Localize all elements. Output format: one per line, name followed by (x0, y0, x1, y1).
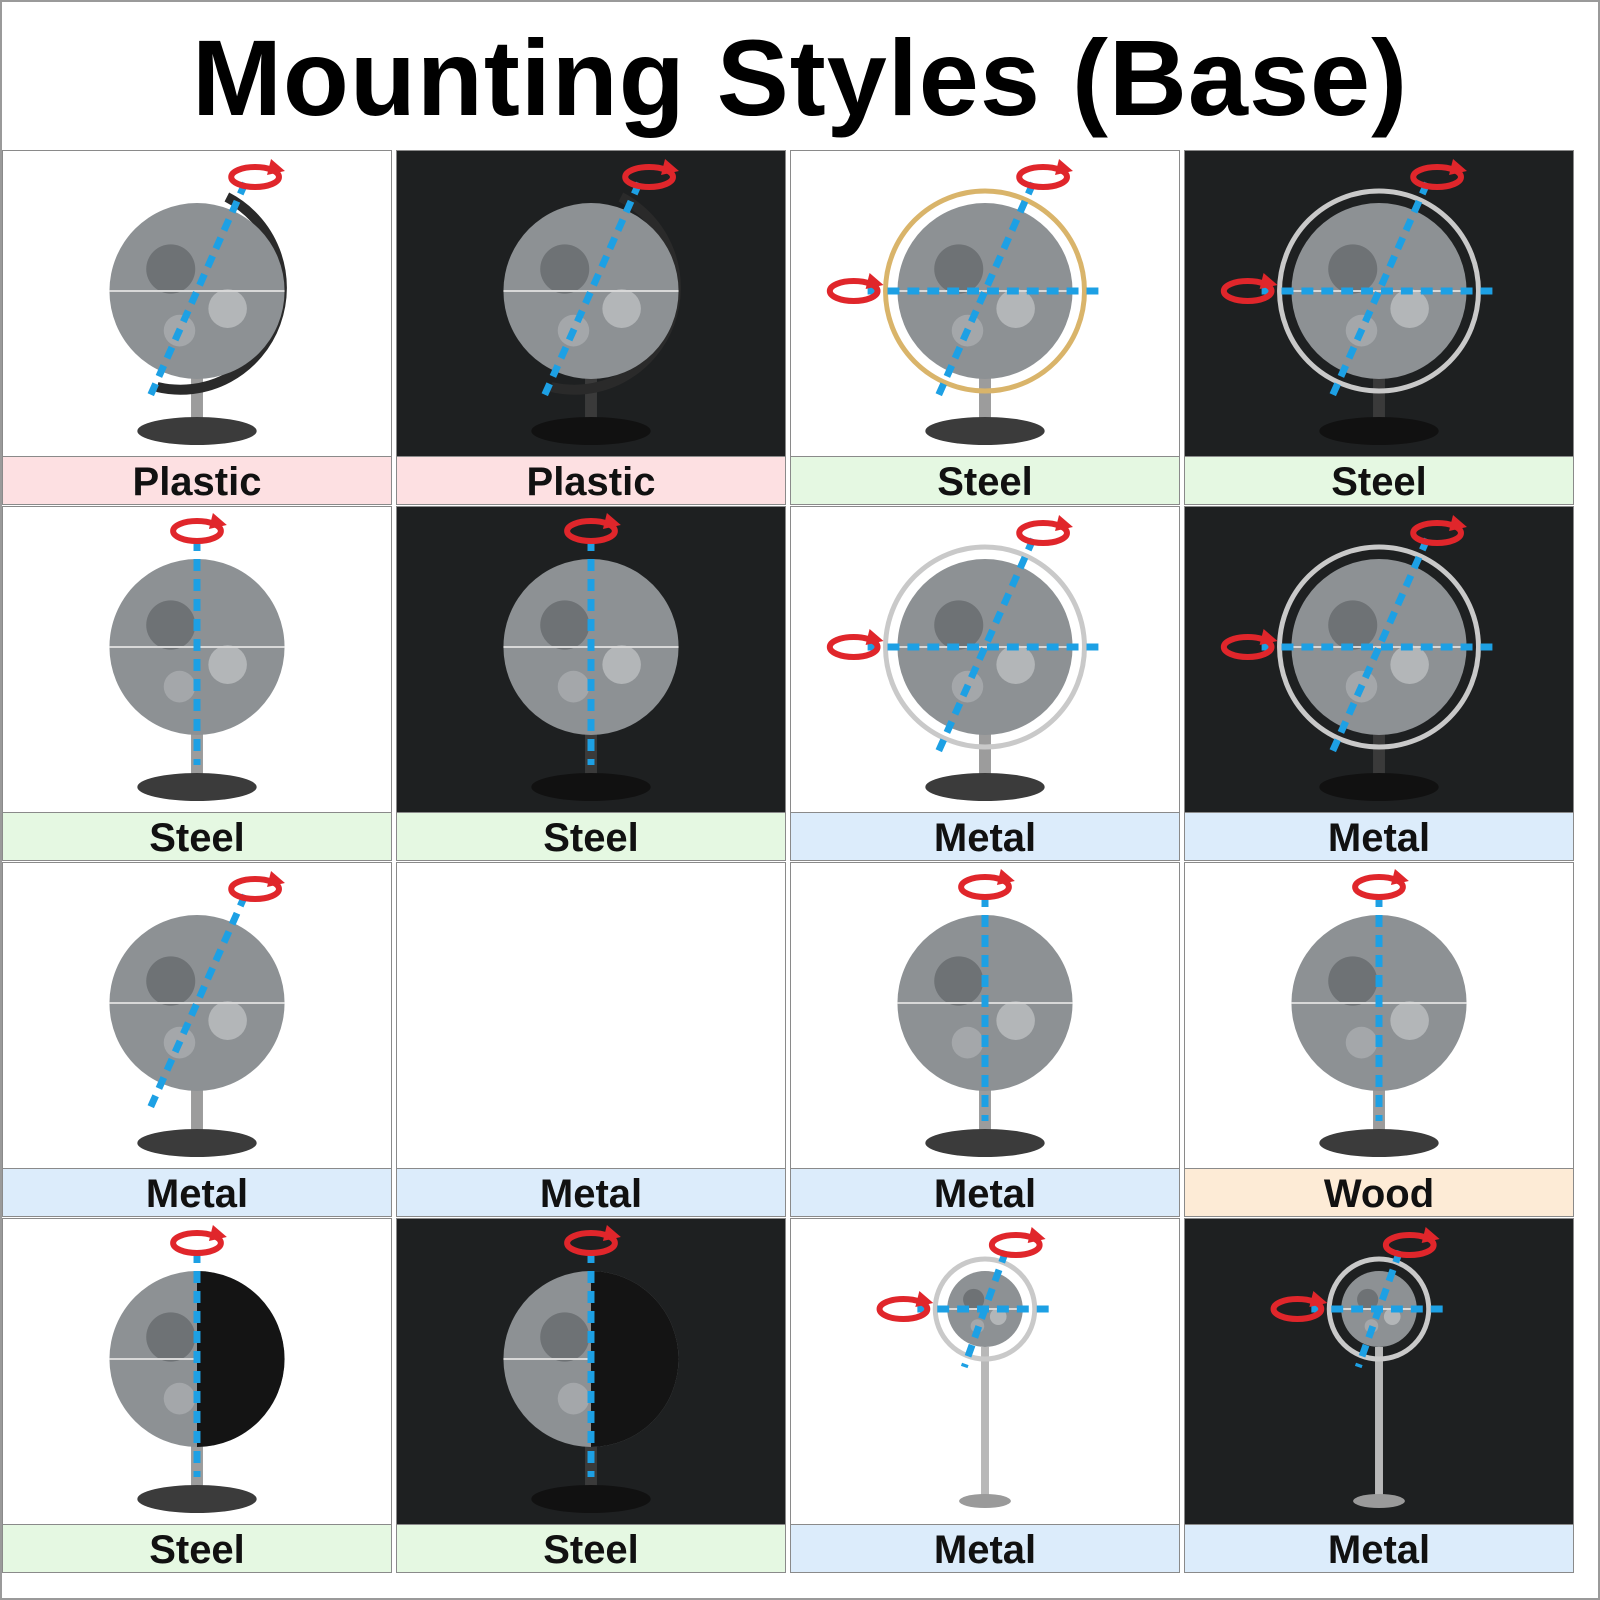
product-photo (1185, 863, 1573, 1169)
material-label: Wood (1185, 1168, 1573, 1216)
rotation-arrow-icon (228, 871, 285, 902)
material-label: Metal (791, 1168, 1179, 1216)
stand-base (137, 733, 257, 801)
rotation-arrow-icon (1270, 1291, 1328, 1322)
material-label: Steel (791, 456, 1179, 504)
product-card[interactable]: Plastic (2, 150, 392, 505)
product-card[interactable]: Steel (396, 1218, 786, 1573)
product-photo (397, 507, 785, 813)
rotation-arrow-icon (988, 1227, 1046, 1258)
material-label: Steel (3, 812, 391, 860)
stand-base (1277, 188, 1481, 445)
material-label: Steel (3, 1524, 391, 1572)
rotation-arrow-icon (876, 1291, 934, 1322)
product-card[interactable]: Steel (790, 150, 1180, 505)
material-label: Steel (397, 812, 785, 860)
product-photo (1185, 507, 1573, 813)
rotation-arrow-icon (622, 159, 679, 190)
material-label: Metal (3, 1168, 391, 1216)
rotation-arrow-icon (228, 159, 285, 190)
product-photo (1185, 151, 1573, 457)
rotation-axis (1311, 1249, 1447, 1369)
moon-globe (897, 559, 1073, 735)
moon-globe (1291, 915, 1467, 1091)
product-photo (3, 507, 391, 813)
page-title: Mounting Styles (Base) (191, 17, 1409, 138)
rotation-axis (917, 1249, 1053, 1369)
product-card[interactable]: Plastic (396, 150, 786, 505)
product-card[interactable]: Wood (1184, 862, 1574, 1217)
material-label: Metal (791, 1524, 1179, 1572)
moon-globe (109, 915, 285, 1091)
product-photo (397, 863, 785, 1169)
product-card[interactable]: Metal (1184, 506, 1574, 861)
product-card[interactable]: Metal (2, 862, 392, 1217)
moon-globe (1291, 559, 1467, 735)
stand-base (925, 1089, 1045, 1157)
stand-base (1277, 544, 1481, 801)
stand-base (883, 188, 1087, 445)
stand-base (531, 1445, 651, 1513)
material-label: Metal (1185, 812, 1573, 860)
rotation-arrow-icon (1016, 159, 1073, 190)
moon-globe (897, 203, 1073, 379)
material-label: Plastic (3, 456, 391, 504)
product-photo (791, 863, 1179, 1169)
moon-globe (503, 203, 679, 379)
product-photo (3, 863, 391, 1169)
product-card[interactable]: Metal (790, 1218, 1180, 1573)
rotation-arrow-icon (170, 513, 227, 544)
product-card[interactable]: Metal (396, 862, 786, 1217)
material-label: Metal (397, 1168, 785, 1216)
material-label: Plastic (397, 456, 785, 504)
product-photo (3, 1219, 391, 1525)
stand-base (1319, 1089, 1439, 1157)
rotation-arrow-icon (1410, 159, 1467, 190)
product-card[interactable]: Steel (396, 506, 786, 861)
product-photo (791, 507, 1179, 813)
stand-base (531, 733, 651, 801)
rotation-arrow-icon (958, 869, 1015, 900)
stand-base (883, 544, 1087, 801)
rotation-arrow-icon (1382, 1227, 1440, 1258)
rotation-arrow-icon (1410, 515, 1467, 546)
product-photo (3, 151, 391, 457)
rotation-arrow-icon (1220, 629, 1278, 660)
material-label: Metal (1185, 1524, 1573, 1572)
rotation-arrow-icon (564, 1225, 621, 1256)
rotation-arrow-icon (826, 273, 884, 304)
product-photo (397, 151, 785, 457)
product-photo (397, 1219, 785, 1525)
material-label: Steel (1185, 456, 1573, 504)
rotation-arrow-icon (564, 513, 621, 544)
rotation-arrow-icon (1220, 273, 1278, 304)
product-card[interactable]: Metal (1184, 1218, 1574, 1573)
stand-base (137, 1089, 257, 1157)
rotation-arrow-icon (1016, 515, 1073, 546)
material-label: Steel (397, 1524, 785, 1572)
rotation-arrow-icon (170, 1225, 227, 1256)
rotation-arrow-icon (1352, 869, 1409, 900)
stand-base (1326, 1256, 1432, 1508)
product-photo (791, 151, 1179, 457)
product-photo (1185, 1219, 1573, 1525)
product-card[interactable]: Steel (2, 506, 392, 861)
product-card[interactable]: Steel (2, 1218, 392, 1573)
moon-globe (1291, 203, 1467, 379)
stand-base (137, 1445, 257, 1513)
product-photo (791, 1219, 1179, 1525)
product-card[interactable]: Metal (790, 506, 1180, 861)
material-label: Metal (791, 812, 1179, 860)
stand-base (932, 1256, 1038, 1508)
product-card[interactable]: Steel (1184, 150, 1574, 505)
moon-globe (109, 203, 285, 379)
product-card[interactable]: Metal (790, 862, 1180, 1217)
rotation-arrow-icon (826, 629, 884, 660)
